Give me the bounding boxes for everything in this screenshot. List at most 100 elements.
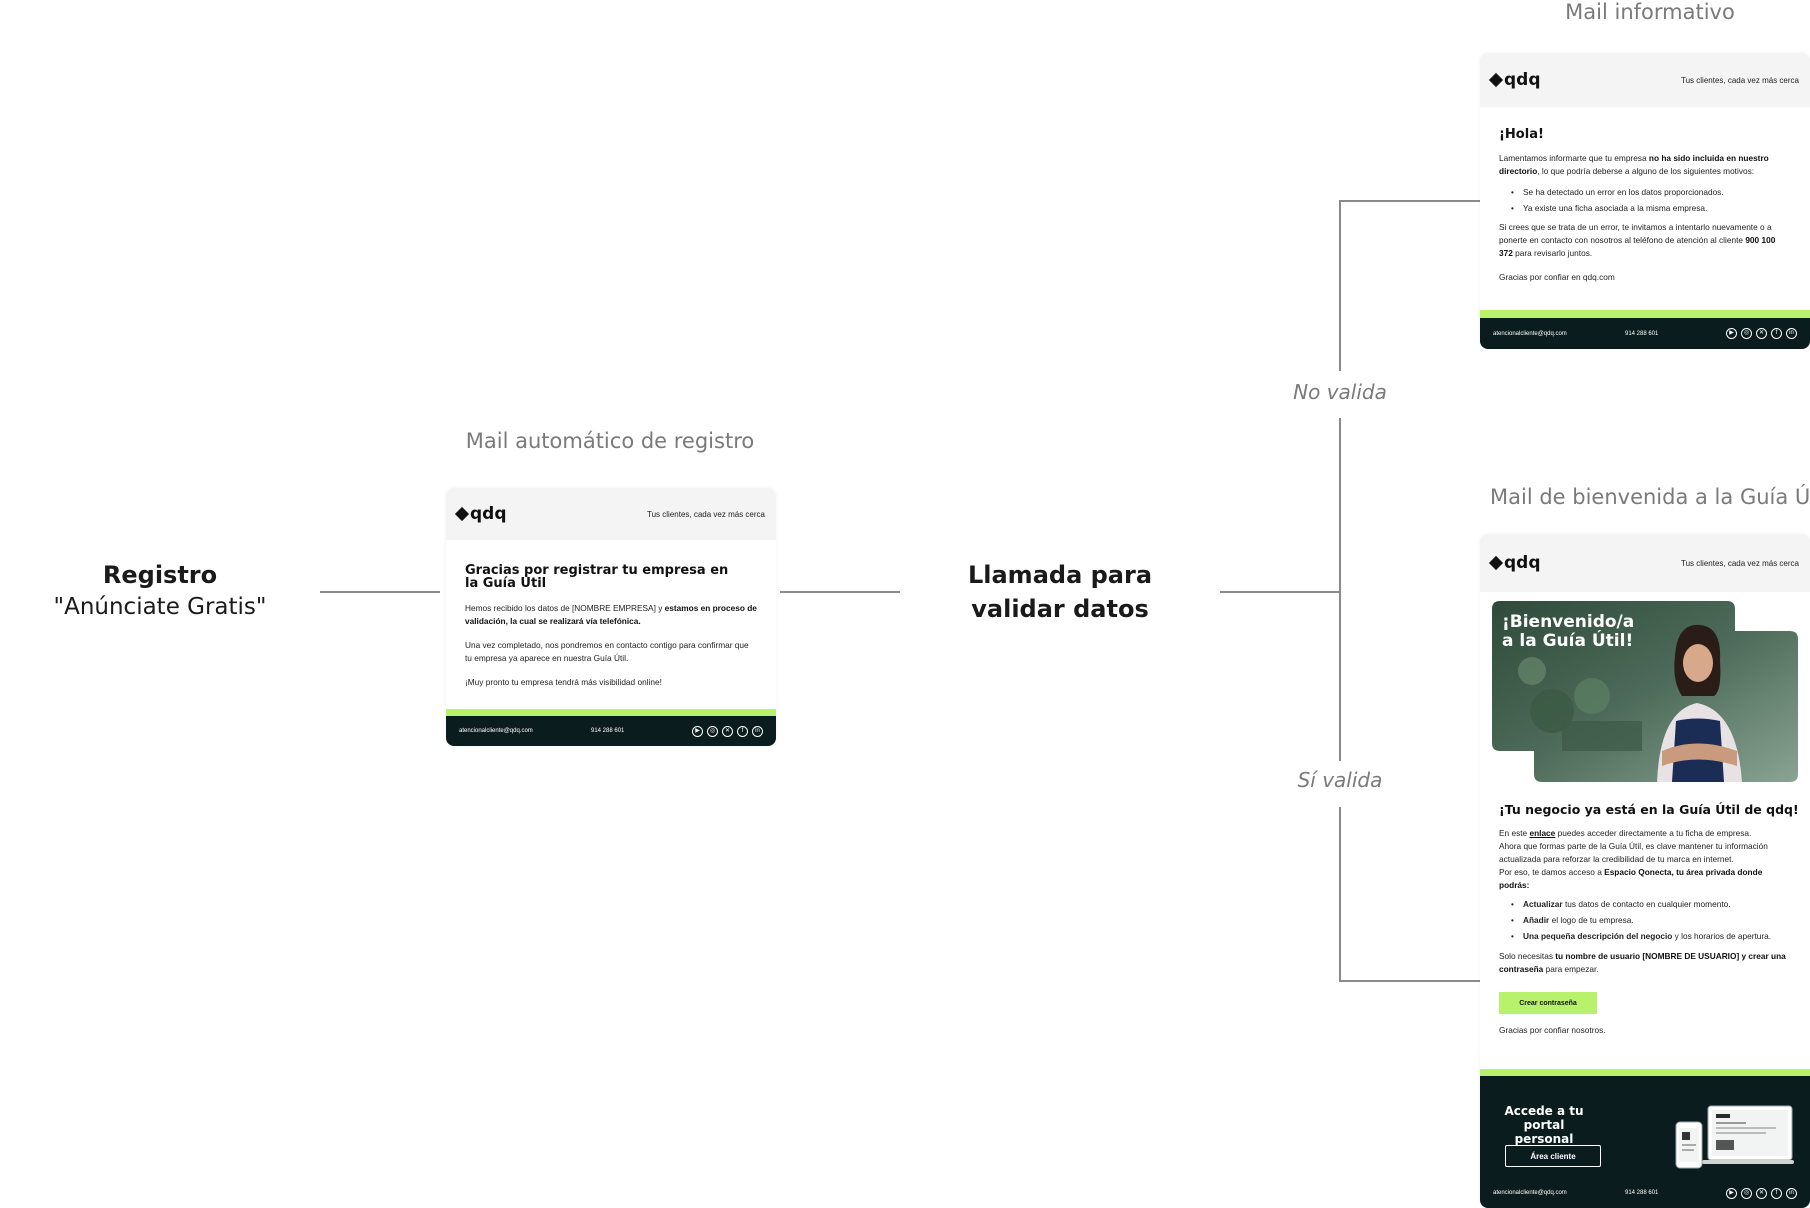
mail-paragraph: Si crees que se trata de un error, te in…	[1499, 222, 1776, 258]
devices-mockup-icon	[1674, 1104, 1794, 1172]
node-registro-title: Registro	[102, 561, 218, 589]
qdq-logo: qdq	[454, 504, 507, 524]
mail-header: qdq Tus clientes, cada vez más cerca	[1480, 53, 1810, 107]
mail-body: ¡Hola! Lamentamos informarte que tu empr…	[1480, 107, 1810, 284]
x-icon[interactable]: ✕	[1756, 328, 1767, 339]
qdq-logo: qdq	[1488, 553, 1541, 573]
mail-greeting: ¡Hola!	[1499, 127, 1544, 142]
connector-to-mail-bienvenida	[1339, 980, 1481, 982]
hero-title: ¡Bienvenido/a a la Guía Útil!	[1502, 613, 1634, 651]
footer-phone[interactable]: 914 288 601	[1625, 1190, 1659, 1196]
footer-email[interactable]: atencionalcliente@qdq.com	[1493, 330, 1567, 337]
green-band	[1480, 310, 1810, 318]
facebook-icon[interactable]: f	[1771, 1187, 1782, 1199]
footer-email[interactable]: atencionalcliente@qdq.com	[1493, 1190, 1567, 1196]
logo-text: qdq	[470, 504, 507, 524]
caption-mail-bienvenida: Mail de bienvenida a la Guía Útil	[1490, 485, 1810, 509]
mail-informativo: qdq Tus clientes, cada vez más cerca ¡Ho…	[1480, 53, 1810, 349]
area-cliente-button[interactable]: Área cliente	[1505, 1145, 1601, 1167]
mail-paragraph: Gracias por confiar en qdq.com	[1499, 272, 1615, 282]
list-item: Añadir el logo de tu empresa.	[1499, 912, 1791, 928]
mail-paragraph: Por eso, te damos acceso a Espacio Qonec…	[1499, 867, 1763, 890]
linkedin-icon[interactable]: in	[752, 725, 763, 737]
instagram-icon[interactable]: ◎	[1741, 1187, 1752, 1199]
hero-image: ¡Bienvenido/a a la Guía Útil!	[1492, 601, 1798, 782]
connector-branch-vertical-top	[1339, 201, 1341, 371]
mail-footer: atencionalcliente@qdq.com 914 288 601 ▶ …	[1480, 1178, 1810, 1208]
qdq-logo-icon	[454, 506, 470, 522]
list-item: Se ha detectado un error en los datos pr…	[1499, 184, 1791, 200]
caption-mail-informativo: Mail informativo	[1565, 0, 1735, 24]
footer-email[interactable]: atencionalcliente@qdq.com	[459, 728, 533, 734]
mail-paragraph: Hemos recibido los datos de [NOMBRE EMPR…	[465, 603, 757, 626]
mail-title: Gracias por registrar tu empresa en la G…	[465, 563, 729, 591]
mail-body: ¡Tu negocio ya está en la Guía Útil de q…	[1480, 802, 1810, 1037]
connector-branch-vertical-bottom	[1339, 807, 1341, 982]
portal-title-line-2: portal personal	[1514, 1118, 1574, 1146]
connector-branch-vertical-mid	[1339, 418, 1341, 761]
crear-contrasena-button[interactable]: Crear contraseña	[1499, 992, 1597, 1014]
x-icon[interactable]: ✕	[1756, 1187, 1767, 1199]
mail-bienvenida: qdq Tus clientes, cada vez más cerca	[1480, 534, 1810, 1208]
ficha-link[interactable]: enlace	[1529, 828, 1556, 838]
green-band	[1480, 1069, 1810, 1076]
instagram-icon[interactable]: ◎	[707, 725, 718, 737]
node-llamada-line-1: Llamada para	[967, 561, 1153, 589]
facebook-icon[interactable]: f	[1771, 328, 1782, 339]
mail-body: Gracias por registrar tu empresa en la G…	[446, 540, 776, 689]
connector-mail-to-llamada	[780, 591, 900, 593]
mail-registro: qdq Tus clientes, cada vez más cerca Gra…	[446, 488, 776, 746]
x-icon[interactable]: ✕	[722, 725, 733, 737]
linkedin-icon[interactable]: in	[1786, 1187, 1797, 1199]
feature-list: Actualizar tus datos de contacto en cual…	[1499, 896, 1791, 944]
mail-title: ¡Tu negocio ya está en la Guía Útil de q…	[1499, 802, 1799, 817]
mail-header: qdq Tus clientes, cada vez más cerca	[446, 488, 776, 540]
mail-paragraph: Ahora que formas parte de la Guía Útil, …	[1499, 841, 1768, 864]
mail-paragraph: Una vez completado, nos pondremos en con…	[465, 640, 749, 663]
footer-phone[interactable]: 914 288 601	[591, 728, 625, 734]
footer-phone[interactable]: 914 288 601	[1625, 330, 1659, 337]
mail-paragraph: ¡Muy pronto tu empresa tendrá más visibi…	[465, 677, 662, 687]
node-registro-subtitle: "Anúnciate Gratis"	[53, 594, 267, 620]
list-item: Ya existe una ficha asociada a la misma …	[1499, 200, 1791, 216]
list-item: Una pequeña descripción del negocio y lo…	[1499, 928, 1791, 944]
logo-text: qdq	[1504, 70, 1541, 90]
mail-header: qdq Tus clientes, cada vez más cerca	[1480, 534, 1810, 592]
portal-title: Accede a tu portal personal	[1494, 1104, 1594, 1146]
mail-footer: atencionalcliente@qdq.com 914 288 601 ▶ …	[1480, 318, 1810, 349]
caption-mail-registro: Mail automático de registro	[465, 429, 755, 453]
mail-footer: atencionalcliente@qdq.com 914 288 601 ▶ …	[446, 716, 776, 746]
social-icons: ▶ ◎ ✕ f in	[1726, 328, 1797, 339]
youtube-icon[interactable]: ▶	[1726, 328, 1737, 339]
portal-title-line-1: Accede a tu	[1504, 1104, 1584, 1118]
connector-llamada-to-branch	[1220, 591, 1340, 593]
tagline: Tus clientes, cada vez más cerca	[1681, 75, 1799, 85]
social-icons: ▶ ◎ ✕ f in	[692, 725, 763, 737]
mail-paragraph: Solo necesitas tu nombre de usuario [NOM…	[1499, 951, 1786, 974]
mail-thanks: Gracias por confiar nosotros.	[1499, 1025, 1606, 1035]
instagram-icon[interactable]: ◎	[1741, 328, 1752, 339]
connector-to-mail-informativo	[1339, 200, 1481, 202]
tagline: Tus clientes, cada vez más cerca	[1681, 558, 1799, 568]
connector-registro-to-mail	[320, 591, 440, 593]
linkedin-icon[interactable]: in	[1786, 328, 1797, 339]
node-llamada-line-2: validar datos	[971, 595, 1149, 623]
branch-label-no-valida: No valida	[1293, 380, 1387, 404]
youtube-icon[interactable]: ▶	[1726, 1187, 1737, 1199]
list-item: Actualizar tus datos de contacto en cual…	[1499, 896, 1791, 912]
qdq-logo-icon	[1488, 555, 1504, 571]
hero-title-line-2: a la Guía Útil!	[1502, 631, 1634, 651]
hero-title-line-1: ¡Bienvenido/a	[1502, 612, 1635, 632]
node-llamada-title: Llamada para validar datos	[940, 558, 1180, 626]
green-band	[446, 709, 776, 716]
youtube-icon[interactable]: ▶	[692, 725, 703, 737]
reason-list: Se ha detectado un error en los datos pr…	[1499, 184, 1791, 216]
branch-label-si-valida: Sí valida	[1297, 768, 1383, 792]
portal-section: Accede a tu portal personal Área cliente	[1480, 1076, 1810, 1178]
facebook-icon[interactable]: f	[737, 725, 748, 737]
mail-paragraph: En este enlace puedes acceder directamen…	[1499, 828, 1752, 838]
hero-photo-illustration	[1492, 601, 1798, 782]
qdq-logo: qdq	[1488, 70, 1541, 90]
mail-paragraph: Lamentamos informarte que tu empresa no …	[1499, 153, 1769, 176]
social-icons: ▶ ◎ ✕ f in	[1726, 1187, 1797, 1199]
